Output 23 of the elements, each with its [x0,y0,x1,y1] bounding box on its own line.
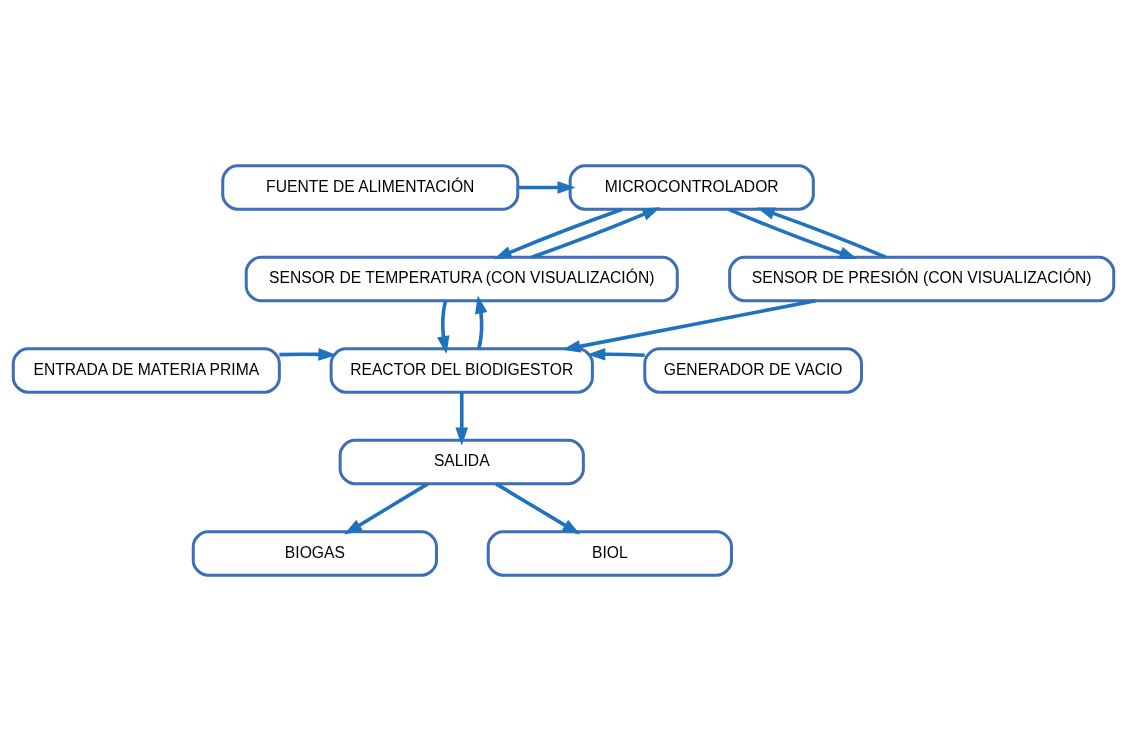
arrow [531,206,661,259]
node-box: GENERADOR DE VACIO [643,346,863,394]
node-box: SENSOR DE PRESIÓN (CON VISUALIZACIÓN) [728,255,1116,302]
node-box: SALIDA [338,438,585,485]
arrow [437,299,450,354]
arrow [562,298,816,353]
arrow [474,295,488,349]
node-box: SENSOR DE TEMPERATURA (CON VISUALIZACIÓN) [244,255,679,302]
node-box: FUENTE DE ALIMENTACIÓN [221,163,520,211]
node-box: BIOGAS [191,529,438,577]
arrow [587,347,645,361]
arrow [756,206,887,259]
node-box: BIOL [486,529,733,577]
node-box: REACTOR DEL BIODIGESTOR [329,346,594,394]
arrow [728,207,858,259]
arrow [344,481,429,535]
node-box: MICROCONTROLADOR [568,163,815,211]
arrow [517,180,576,194]
arrow [455,391,469,446]
node-box: ENTRADA DE MATERIA PRIMA [11,346,281,394]
arrow [279,347,337,361]
arrow [493,207,623,259]
arrow [495,481,581,535]
